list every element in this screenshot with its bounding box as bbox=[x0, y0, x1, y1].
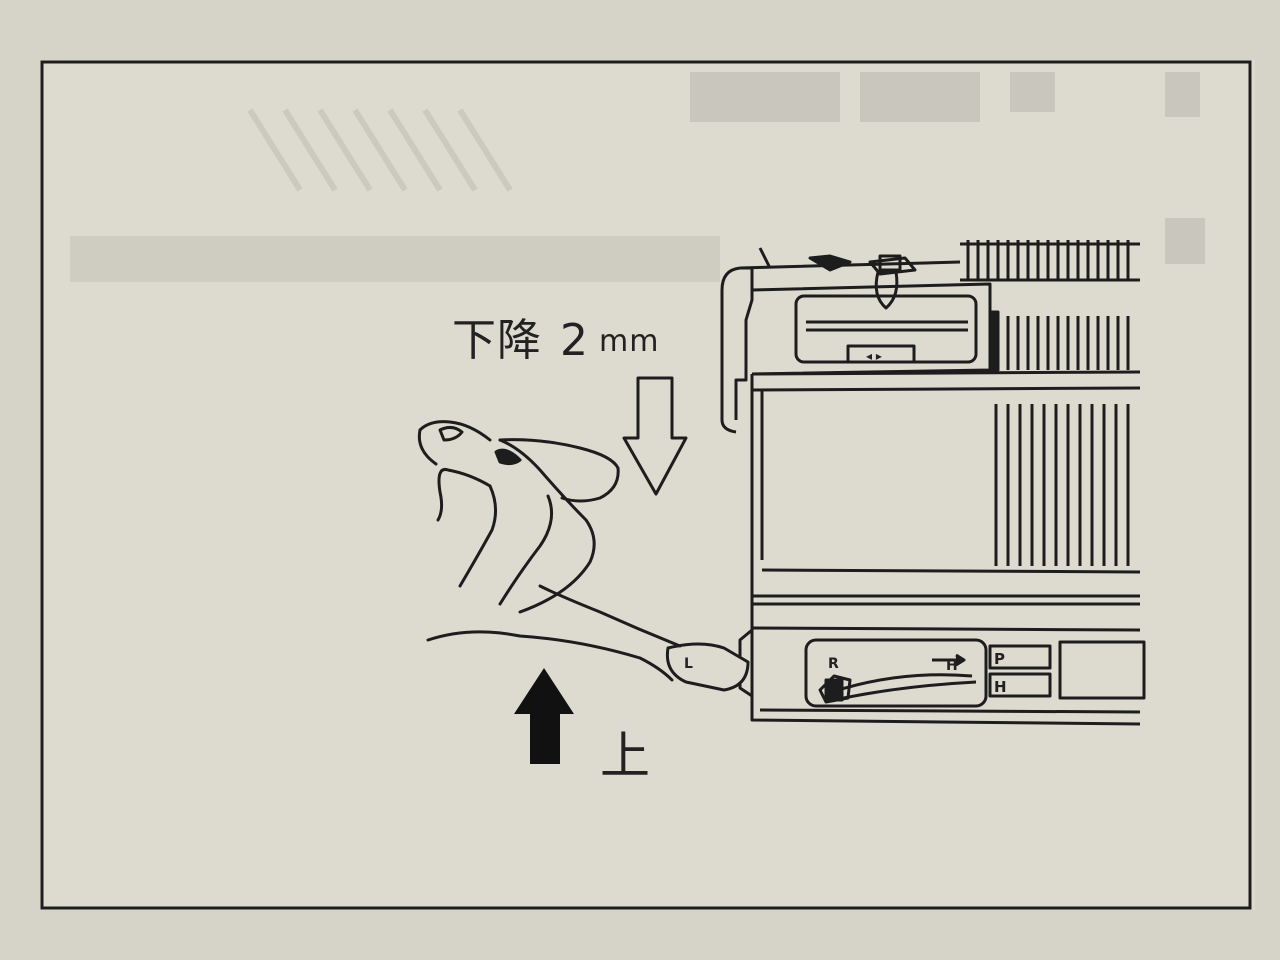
knitting-machine-carriage: ◂ ▸ bbox=[720, 240, 1146, 726]
bleed-through bbox=[70, 72, 1205, 282]
lever-text: L bbox=[684, 656, 693, 672]
release-lever bbox=[665, 642, 750, 692]
down-value: 2 bbox=[560, 315, 589, 366]
needle-bed-teeth bbox=[960, 240, 1140, 282]
up-label: 上 bbox=[600, 727, 650, 785]
down-label-text: 下降 bbox=[452, 315, 542, 366]
box-top-text: P bbox=[994, 650, 1005, 668]
switch-left-text: R bbox=[828, 656, 839, 672]
down-arrow bbox=[622, 376, 688, 496]
figure-frame bbox=[40, 60, 1252, 910]
down-label: 下降 2 mm bbox=[452, 304, 659, 368]
svg-text:◂ ▸: ◂ ▸ bbox=[866, 349, 882, 363]
up-arrow bbox=[514, 668, 574, 764]
box-bottom-text: H bbox=[994, 678, 1007, 696]
hand-illustration bbox=[417, 420, 750, 692]
down-unit: mm bbox=[599, 324, 660, 359]
switch-right-text: H bbox=[946, 658, 958, 674]
